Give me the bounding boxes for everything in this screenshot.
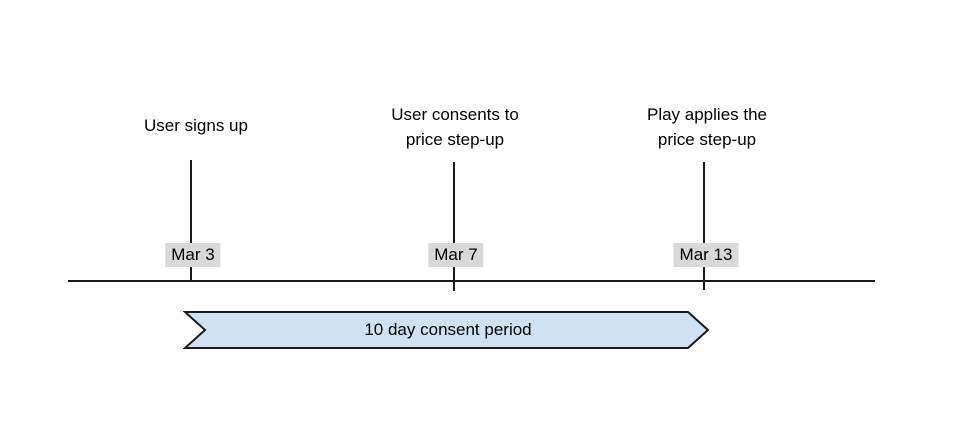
- event-date-badge: Mar 7: [428, 243, 484, 267]
- consent-period-banner: [183, 311, 710, 349]
- event-date-badge: Mar 3: [165, 243, 221, 267]
- event-tick-line: [453, 162, 455, 291]
- event-title-signup: User signs up: [144, 116, 248, 135]
- event-title-consent: User consents to price step-up: [391, 105, 519, 149]
- banner-label: 10 day consent period: [364, 320, 532, 339]
- event-tick-line: [703, 162, 705, 290]
- event-date-badge: Mar 13: [673, 243, 739, 267]
- event-tick-line: [190, 160, 192, 282]
- banner-chevron-shape: [183, 311, 710, 349]
- timeline-axis: [68, 280, 875, 282]
- event-title-apply: Play applies the price step-up: [646, 105, 768, 149]
